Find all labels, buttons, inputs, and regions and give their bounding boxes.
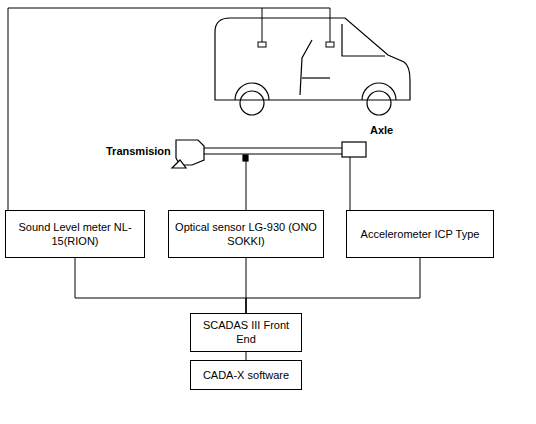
part-name: Axle <box>370 124 393 136</box>
process-box: CADA-X software <box>190 360 302 390</box>
sensor-wire <box>246 157 350 210</box>
microphone-wire <box>8 8 334 210</box>
box-label: SCADAS III Front End <box>197 318 295 347</box>
box-label: Accelerometer ICP Type <box>361 227 480 241</box>
process-box: Sound Level meter NL-15(RION) <box>5 210 145 258</box>
box-label: Optical sensor LG-930 (ONO SOKKI) <box>175 220 317 249</box>
drivetrain <box>172 140 366 168</box>
box-label: Sound Level meter NL-15(RION) <box>12 220 138 249</box>
van-outline <box>215 18 410 115</box>
connector <box>246 352 247 360</box>
connector <box>246 258 420 313</box>
connector <box>75 258 246 313</box>
process-box: Accelerometer ICP Type <box>346 210 494 258</box>
part-name: Transmision <box>106 145 171 157</box>
process-box: SCADAS III Front End <box>190 313 302 352</box>
process-box: Optical sensor LG-930 (ONO SOKKI) <box>168 210 324 258</box>
box-label: CADA-X software <box>203 368 289 382</box>
